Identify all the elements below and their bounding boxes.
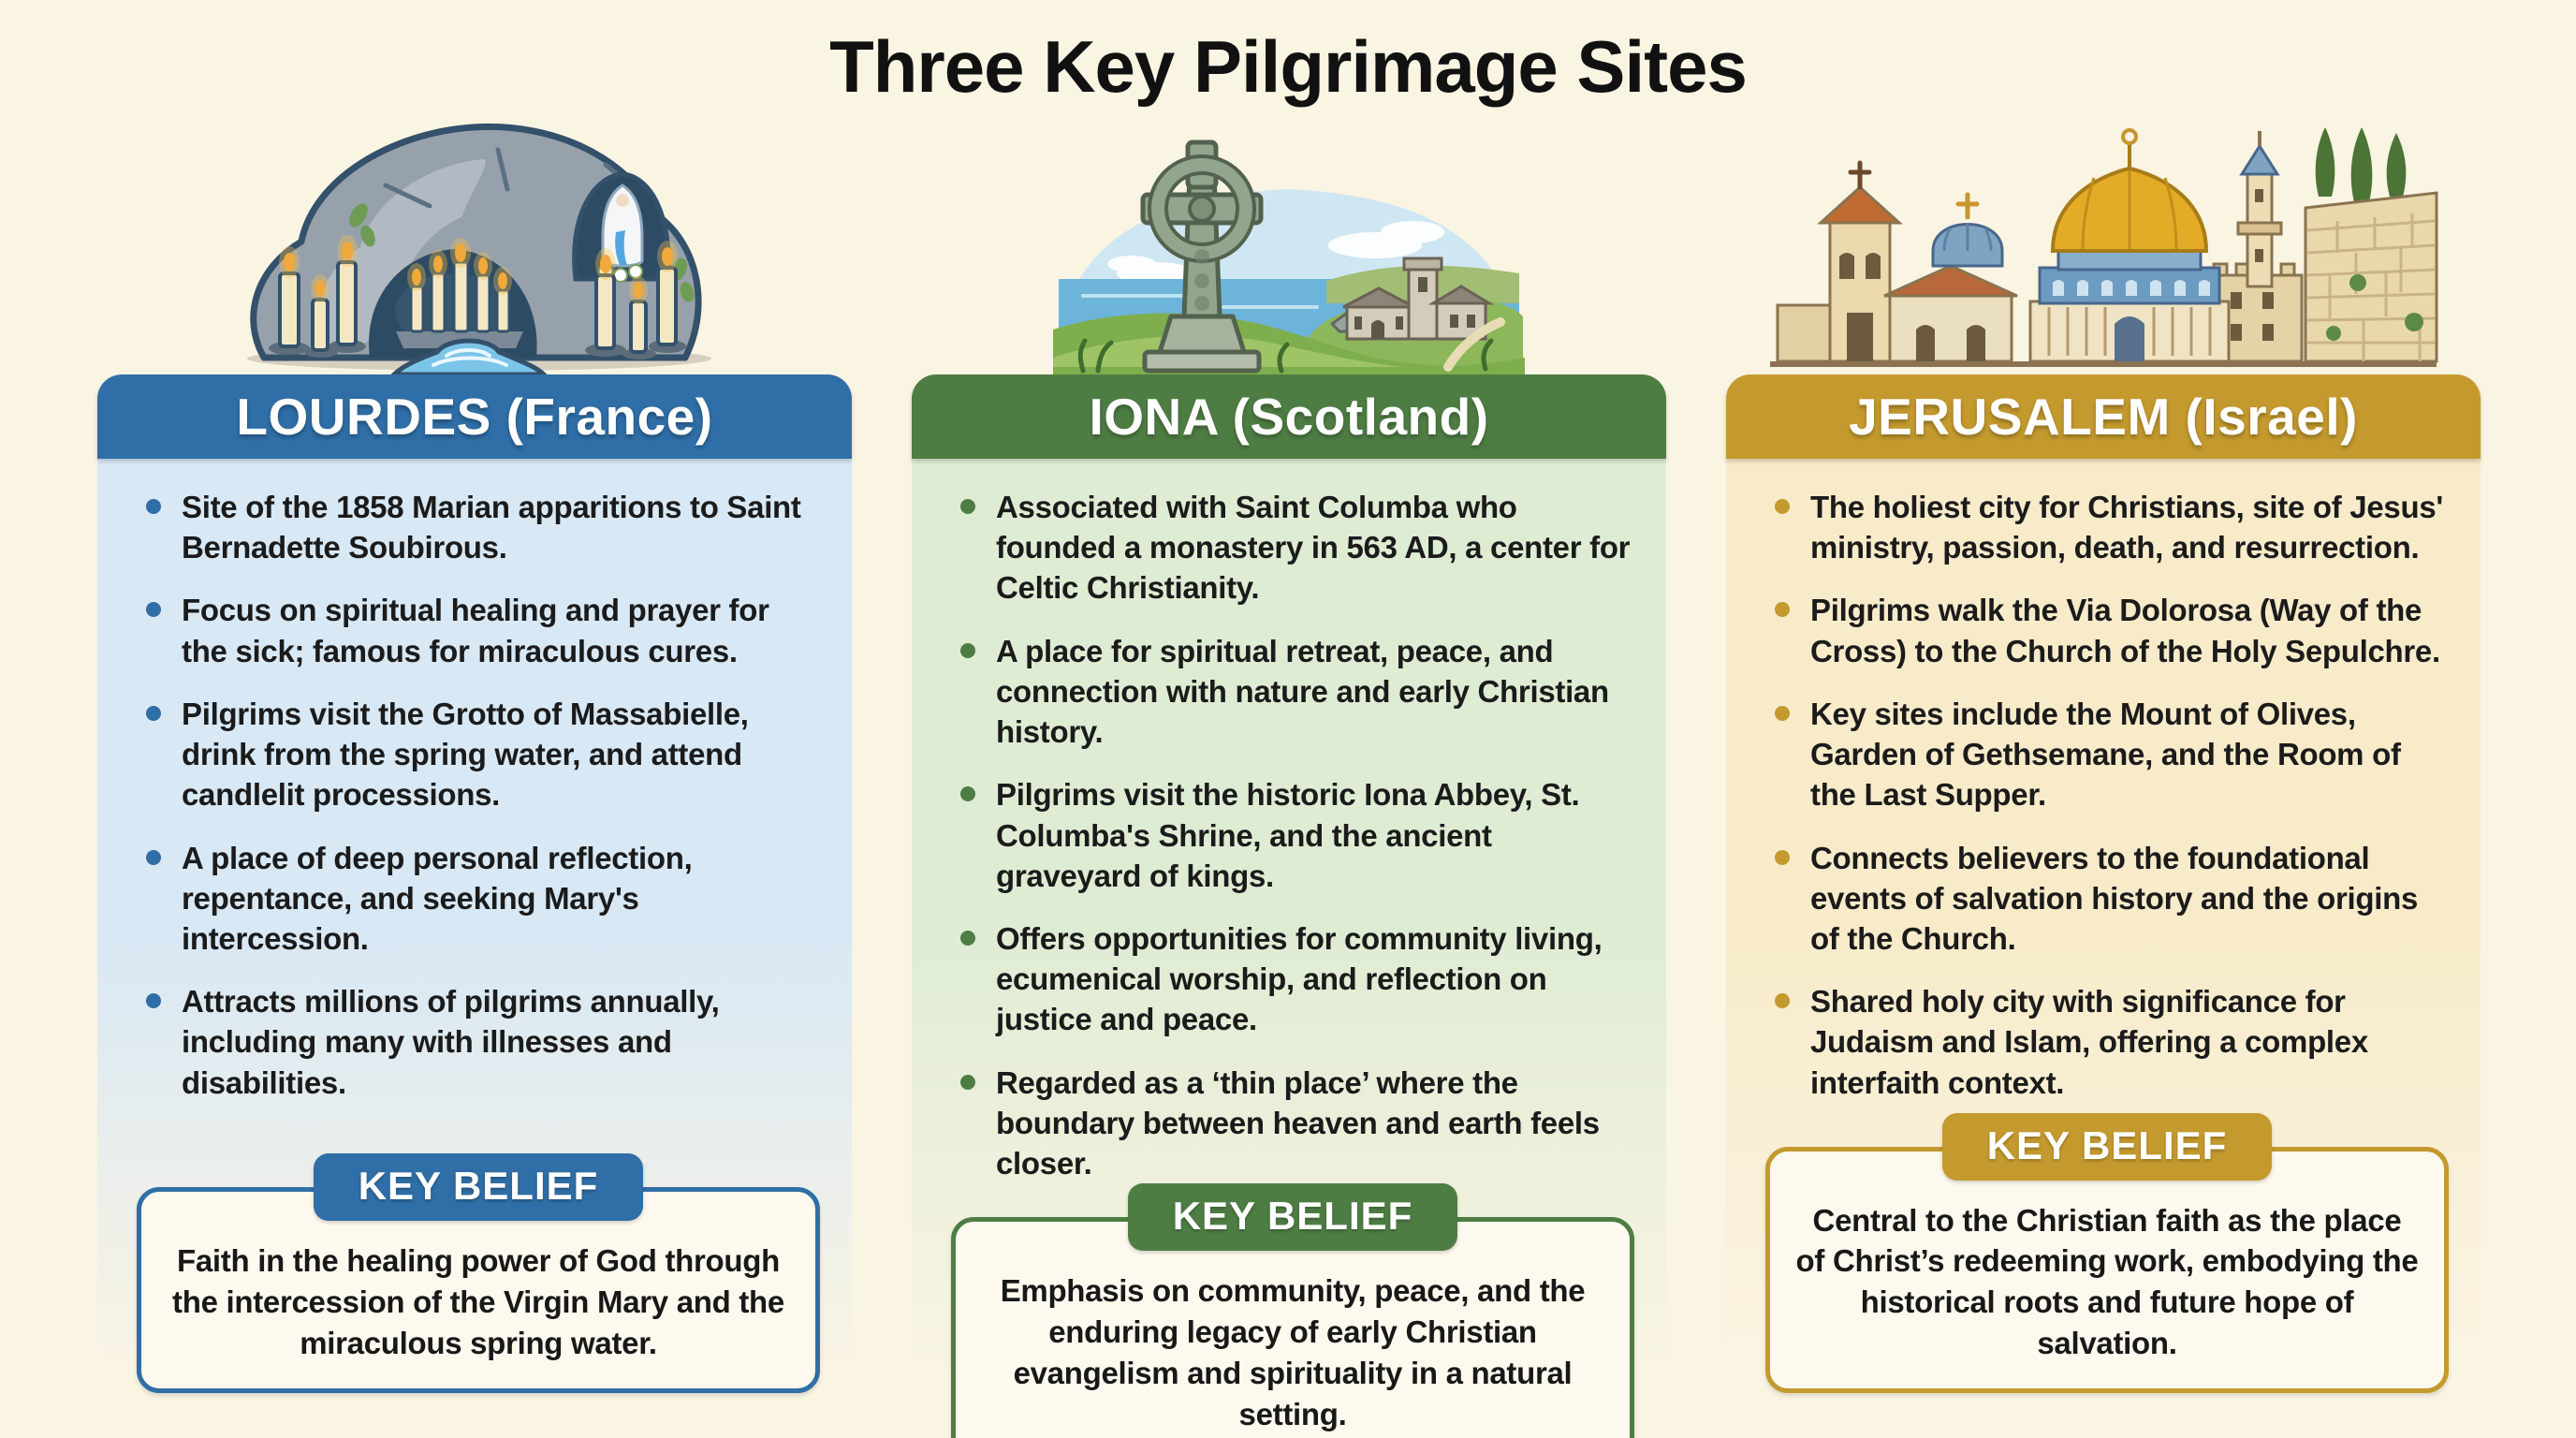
grotto-icon xyxy=(247,123,711,374)
bullet-item: Regarded as a ‘thin place’ where the bou… xyxy=(951,1063,1634,1184)
bullet-item: A place of deep personal reflection, rep… xyxy=(137,838,820,960)
bullet-item: Offers opportunities for community livin… xyxy=(951,918,1634,1040)
column-body-jerusalem: The holiest city for Christians, site of… xyxy=(1726,459,2481,1404)
column-iona: IONA (Scotland) Associated with Saint Co… xyxy=(912,75,1666,1438)
column-header-jerusalem: JERUSALEM (Israel) xyxy=(1726,374,2481,459)
column-header-iona: IONA (Scotland) xyxy=(912,374,1666,459)
key-belief-section: KEY BELIEF Emphasis on community, peace,… xyxy=(951,1183,1634,1438)
column-body-iona: Associated with Saint Columba who founde… xyxy=(912,459,1666,1438)
iona-celtic-cross-illustration xyxy=(912,75,1666,374)
key-belief-badge: KEY BELIEF xyxy=(313,1153,644,1222)
column-header-lourdes: LOURDES (France) xyxy=(97,374,852,459)
bullet-item: Pilgrims visit the Grotto of Massabielle… xyxy=(137,694,820,815)
bullet-item: Attracts millions of pilgrims annually, … xyxy=(137,981,820,1103)
bullet-item: Focus on spiritual healing and prayer fo… xyxy=(137,590,820,670)
bullet-list: The holiest city for Christians, site of… xyxy=(1765,487,2449,1103)
bullet-list: Associated with Saint Columba who founde… xyxy=(951,487,1634,1183)
bullet-item: A place for spiritual retreat, peace, an… xyxy=(951,631,1634,753)
bullet-list: Site of the 1858 Marian apparitions to S… xyxy=(137,487,820,1103)
bullet-item: The holiest city for Christians, site of… xyxy=(1765,487,2449,567)
columns-row: LOURDES (France) Site of the 1858 Marian… xyxy=(97,75,2481,1438)
page-title: Three Key Pilgrimage Sites xyxy=(829,25,1748,108)
key-belief-badge: KEY BELIEF xyxy=(1941,1112,2273,1181)
key-belief-text: Faith in the healing power of God throug… xyxy=(137,1187,820,1393)
key-belief-section: KEY BELIEF Central to the Christian fait… xyxy=(1765,1112,2449,1393)
key-belief-text: Emphasis on community, peace, and the en… xyxy=(951,1217,1634,1438)
key-belief-badge: KEY BELIEF xyxy=(1127,1183,1458,1252)
lourdes-grotto-illustration xyxy=(97,75,852,374)
bullet-item: Pilgrims visit the historic Iona Abbey, … xyxy=(951,774,1634,896)
column-lourdes: LOURDES (France) Site of the 1858 Marian… xyxy=(97,75,852,1404)
bullet-item: Pilgrims walk the Via Dolorosa (Way of t… xyxy=(1765,590,2449,670)
bullet-item: Shared holy city with significance for J… xyxy=(1765,981,2449,1103)
celtic-cross-icon xyxy=(1053,139,1525,374)
bullet-item: Connects believers to the foundational e… xyxy=(1765,838,2449,960)
bullet-item: Key sites include the Mount of Olives, G… xyxy=(1765,694,2449,815)
column-jerusalem: JERUSALEM (Israel) The holiest city for … xyxy=(1726,75,2481,1404)
jerusalem-skyline-illustration xyxy=(1726,75,2481,374)
key-belief-text: Central to the Christian faith as the pl… xyxy=(1765,1146,2449,1393)
bullet-item: Associated with Saint Columba who founde… xyxy=(951,487,1634,609)
bullet-item: Site of the 1858 Marian apparitions to S… xyxy=(137,487,820,567)
jerusalem-icon xyxy=(1770,127,2438,367)
key-belief-section: KEY BELIEF Faith in the healing power of… xyxy=(137,1153,820,1393)
column-body-lourdes: Site of the 1858 Marian apparitions to S… xyxy=(97,459,852,1404)
